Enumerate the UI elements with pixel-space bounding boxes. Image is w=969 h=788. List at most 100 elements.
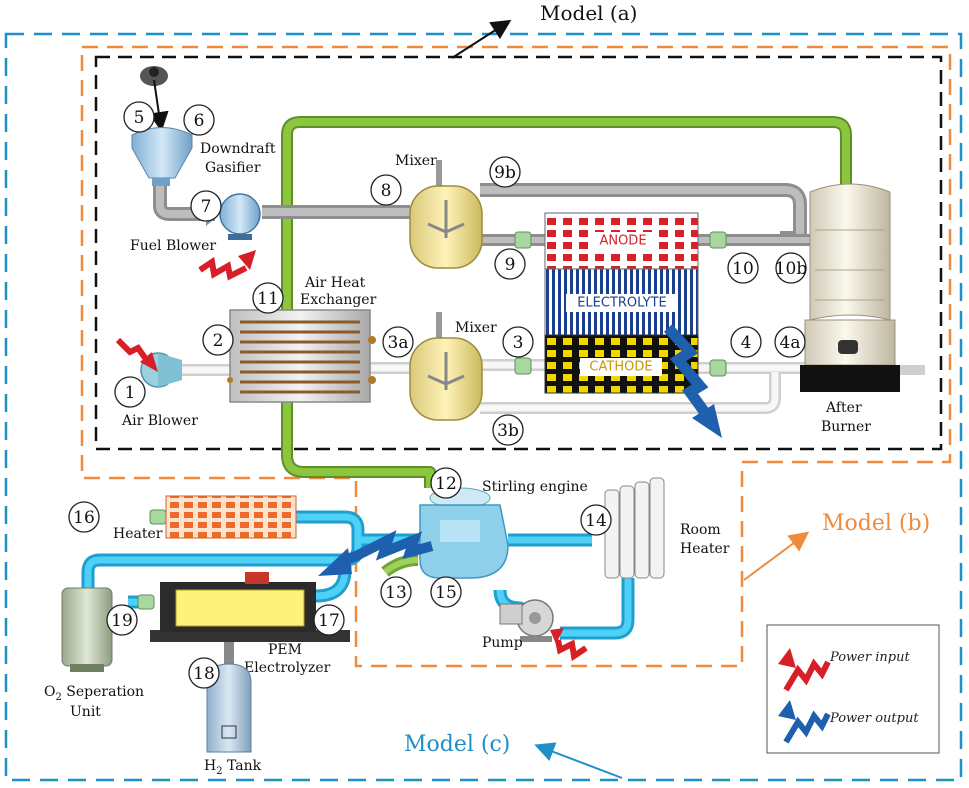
- state-point-circle: [252, 282, 284, 314]
- mixer-top: [409, 160, 483, 269]
- room-heater: [604, 477, 665, 579]
- air-heat-exchanger-label: Air Heat Exchanger: [300, 275, 377, 308]
- state-point-circle: [775, 252, 807, 284]
- fuel-blower-label: Fuel Blower: [130, 238, 216, 254]
- state-point-label: 10: [732, 259, 754, 279]
- state-point-14: 14: [580, 504, 612, 536]
- after-burner-label: After Burner: [821, 400, 871, 435]
- h2-tank: [206, 642, 252, 753]
- downdraft-gasifier-label: Downdraft Gasifier: [200, 141, 280, 176]
- room-heater-line2: Heater: [680, 541, 730, 557]
- state-point-15: 15: [430, 576, 462, 608]
- legend-power-output-label: Power output: [829, 711, 919, 726]
- state-point-2: 2: [202, 324, 234, 356]
- state-point-9b: 9b: [489, 156, 521, 188]
- state-point-18: 18: [188, 657, 220, 689]
- state-point-3b: 3b: [492, 414, 524, 446]
- model-c-boundary: [4, 32, 963, 782]
- state-point-circle: [190, 190, 222, 222]
- state-point-4a: 4a: [774, 326, 806, 358]
- heater-label: Heater: [113, 526, 163, 542]
- state-point-circle: [430, 576, 462, 608]
- model-b-boundary: [80, 45, 952, 668]
- h2-tank-label: H2 Tank: [204, 758, 262, 777]
- state-point-11: 11: [252, 282, 284, 314]
- state-point-circle: [580, 504, 612, 536]
- o2-separation-unit: [61, 587, 113, 672]
- mixer-top-label: Mixer: [395, 153, 437, 169]
- legend: Power input Power output: [766, 624, 940, 754]
- ahx-label-line1: Air Heat: [304, 275, 366, 291]
- state-point-circle: [313, 604, 345, 636]
- power-output-arrow-stirling: [318, 530, 434, 576]
- pem-electrolyzer-label: PEM Electrolyzer: [244, 642, 331, 676]
- anode-label: ANODE: [599, 234, 646, 249]
- heater: [165, 495, 297, 539]
- state-point-circle: [106, 604, 138, 636]
- room-heater-label: Room Heater: [680, 522, 730, 557]
- pump-label: Pump: [482, 635, 523, 651]
- state-point-9: 9: [494, 248, 526, 280]
- state-point-circle: [489, 156, 521, 188]
- state-point-19: 19: [106, 604, 138, 636]
- state-point-circle: [68, 501, 100, 533]
- state-point-label: 6: [194, 111, 205, 131]
- pump: [499, 599, 554, 642]
- after-burner-line2: Burner: [821, 419, 871, 435]
- power-output-arrow-sofc: [663, 324, 722, 438]
- state-point-label: 4a: [780, 333, 801, 353]
- air-blower-label: Air Blower: [121, 413, 198, 429]
- state-point-circle: [370, 174, 402, 206]
- state-point-circle: [114, 376, 146, 408]
- state-point-label: 9: [505, 255, 516, 275]
- state-point-label: 14: [585, 511, 607, 531]
- state-point-label: 9b: [494, 163, 516, 183]
- state-point-10b: 10b: [775, 252, 808, 284]
- o2-sep-line2: Unit: [70, 704, 101, 720]
- state-point-label: 5: [134, 108, 145, 128]
- legend-power-input-label: Power input: [829, 650, 910, 665]
- state-point-circle: [123, 101, 155, 133]
- state-point-label: 17: [318, 611, 340, 631]
- power-input-arrow-pump: [550, 628, 588, 662]
- model-a-boundary: [94, 55, 943, 451]
- state-point-7: 7: [190, 190, 222, 222]
- state-point-12: 12: [430, 467, 462, 499]
- model-c-arrow: [534, 742, 623, 779]
- sofc-stack: ANODE ELECTROLYTE CATHODE: [544, 212, 699, 394]
- state-point-circle: [183, 104, 215, 136]
- pem-line2: Electrolyzer: [244, 660, 331, 676]
- legend-power-input-icon: [778, 648, 831, 692]
- after-burner: [800, 183, 900, 392]
- state-point-circle: [188, 657, 220, 689]
- state-point-13: 13: [380, 576, 412, 608]
- downdraft-gasifier: [131, 66, 193, 186]
- state-point-label: 4: [741, 333, 752, 353]
- state-point-3a: 3a: [382, 326, 414, 358]
- model-a-arrow: [451, 19, 512, 59]
- after-burner-line1: After: [825, 400, 862, 416]
- state-point-8: 8: [370, 174, 402, 206]
- cathode-label: CATHODE: [589, 360, 652, 375]
- mixer-bottom-label: Mixer: [455, 320, 497, 336]
- pem-line1: PEM: [268, 642, 302, 658]
- ahx-label-line2: Exchanger: [300, 292, 377, 308]
- model-a-label: Model (a): [540, 1, 637, 25]
- gasifier-label-line1: Downdraft: [200, 141, 276, 157]
- state-point-10: 10: [727, 252, 759, 284]
- state-point-label: 7: [201, 197, 212, 217]
- state-point-label: 16: [73, 508, 95, 528]
- state-point-circle: [774, 326, 806, 358]
- electrolyte-label: ELECTROLYTE: [577, 296, 667, 311]
- state-point-label: 13: [385, 583, 407, 603]
- state-point-circle: [382, 326, 414, 358]
- state-point-circle: [202, 324, 234, 356]
- power-input-arrow-air-blower: [115, 337, 158, 372]
- model-b-arrow: [743, 531, 810, 581]
- state-point-circle: [730, 326, 762, 358]
- state-point-17: 17: [313, 604, 345, 636]
- stirling-engine-label: Stirling engine: [482, 479, 588, 495]
- state-point-label: 10b: [775, 259, 808, 279]
